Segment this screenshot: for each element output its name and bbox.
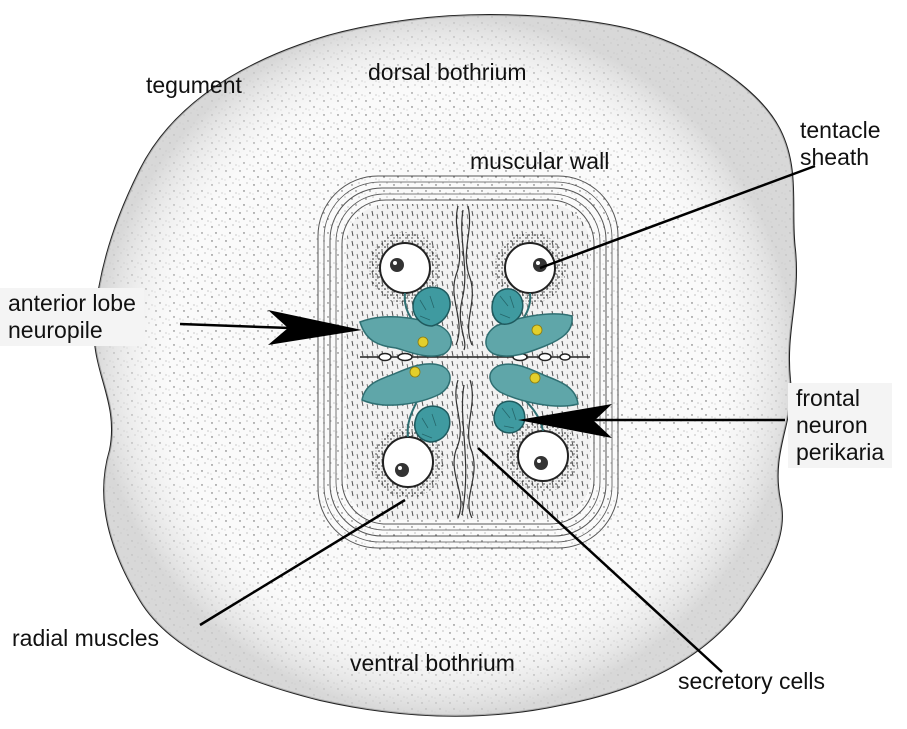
tentacle-sheath-lower-right bbox=[518, 431, 568, 481]
label-anterior-lobe-neuropile: anterior lobe neuropile bbox=[0, 288, 144, 346]
label-ventral-bothrium: ventral bothrium bbox=[350, 650, 515, 677]
tentacle-sheath-lower-left bbox=[383, 437, 433, 487]
label-tegument: tegument bbox=[146, 72, 242, 99]
label-anterior-lobe-line2: neuropile bbox=[8, 317, 136, 344]
label-tentacle-sheath: tentacle sheath bbox=[800, 117, 881, 171]
label-frontal-line2: neuron bbox=[796, 412, 884, 439]
label-radial-muscles: radial muscles bbox=[12, 625, 159, 652]
tentacle-sheath-upper-left bbox=[380, 243, 430, 293]
label-muscular-wall: muscular wall bbox=[470, 148, 609, 175]
label-tentacle-sheath-line2: sheath bbox=[800, 144, 881, 171]
label-dorsal-bothrium: dorsal bothrium bbox=[368, 59, 527, 86]
label-frontal-line3: perikaria bbox=[796, 439, 884, 466]
label-tentacle-sheath-line1: tentacle bbox=[800, 117, 881, 144]
label-frontal-neuron-perikaria: frontal neuron perikaria bbox=[788, 383, 892, 468]
tentacle-sheath-upper-right bbox=[505, 243, 555, 293]
label-anterior-lobe-line1: anterior lobe bbox=[8, 290, 136, 317]
label-secretory-cells: secretory cells bbox=[678, 668, 825, 695]
label-frontal-line1: frontal bbox=[796, 385, 884, 412]
